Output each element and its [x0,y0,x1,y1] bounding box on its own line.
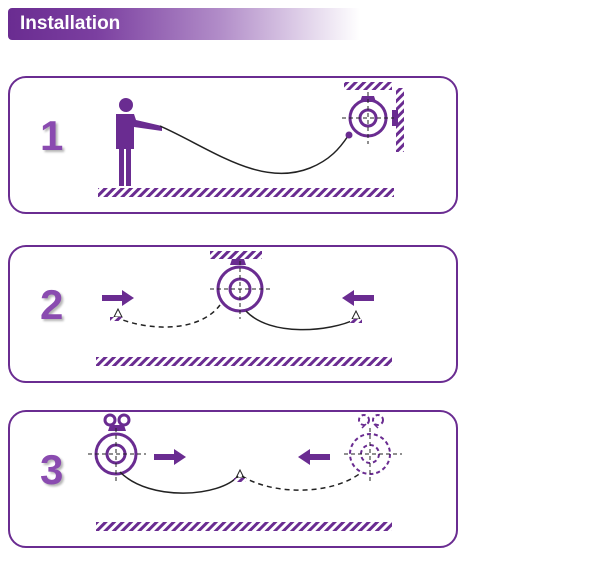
cable-line [159,125,349,175]
cable-solid-left [119,471,239,494]
ceiling-hatch [344,82,392,90]
anchor-left-icon [110,307,123,321]
anchor-center-icon [234,468,246,482]
ground-hatch [96,357,392,366]
step-3-illustration [88,413,402,531]
step-panel-1: 1 [8,76,458,214]
cable-dashed-left [114,304,221,328]
step-2-illustration [96,251,392,366]
step-1-illustration [98,82,404,197]
cable-dashed-right [241,471,363,491]
step-number-2: 2 [40,281,64,328]
title-bar: Installation [8,8,360,40]
step-number-1: 1 [40,112,64,159]
step-panel-3: 3 [8,410,458,548]
arrow-right-icon [154,449,186,465]
page-title: Installation [20,13,121,34]
cable-end-icon [345,131,353,139]
ground-hatch [96,522,392,531]
arrow-left-icon [342,290,374,306]
arrow-right-icon [102,290,134,306]
wall-hatch [396,88,404,152]
arrow-left-icon [298,449,330,465]
anchor-right-icon [350,309,362,323]
step-panel-2: 2 [8,245,458,383]
ground-hatch [98,188,394,197]
person-icon [116,98,162,186]
ceiling-hatch [210,251,262,259]
cable-solid-right [245,310,357,331]
step-number-3: 3 [40,446,64,493]
